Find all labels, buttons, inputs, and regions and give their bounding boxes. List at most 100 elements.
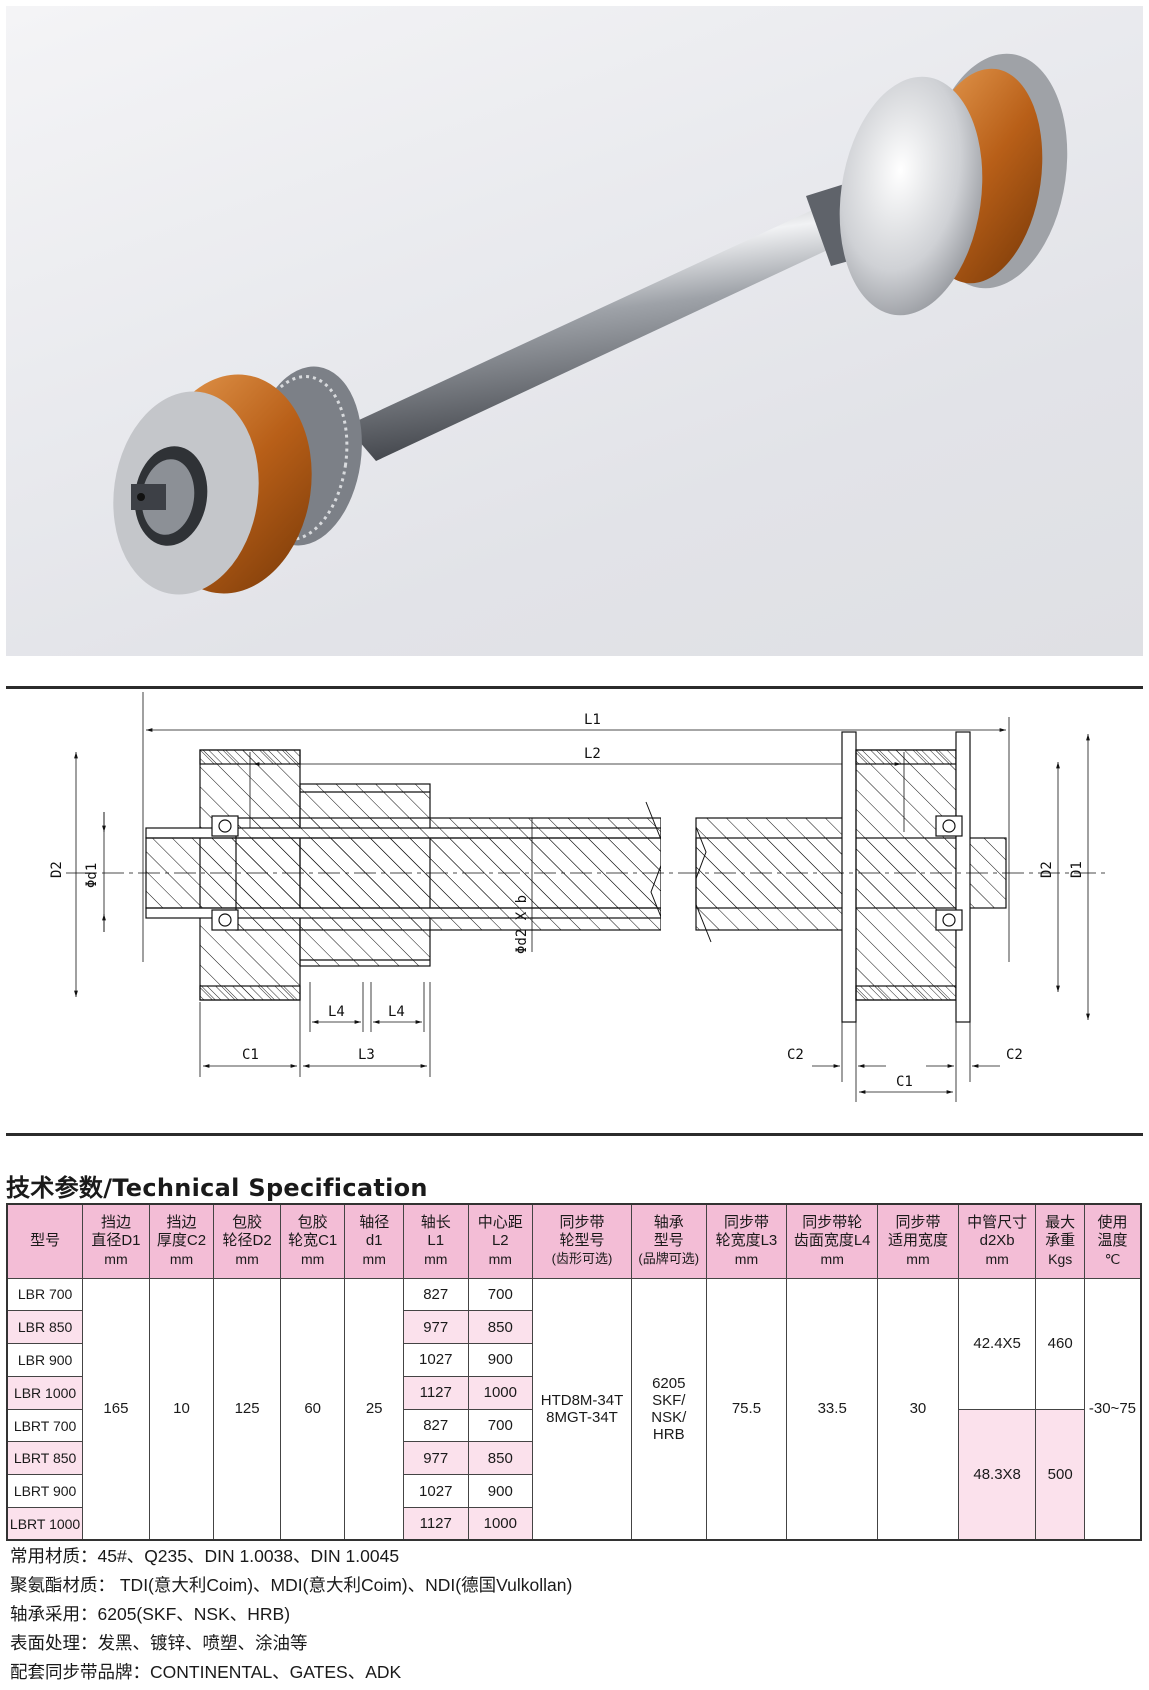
column-header-line: 齿面宽度L4 [793,1232,871,1250]
cell-L4: 33.5 [786,1277,879,1541]
cell-L2: 700 [467,1277,534,1312]
column-header: 使用温度℃ [1083,1203,1142,1279]
column-header-line: mm [169,1251,194,1268]
dim-C2-left: C2 [787,1047,804,1063]
column-header-line: 轮径D2 [222,1232,272,1250]
cell-load: 500 [1035,1408,1085,1541]
column-header-line: 适用宽度 [887,1232,948,1250]
dim-D2-right: D2 [1039,861,1055,878]
cell-L2: 850 [467,1441,534,1476]
dim-L1: L1 [584,712,601,728]
column-header-line: 温度 [1097,1232,1128,1250]
dim-D2-left: D2 [49,861,65,878]
cell-model: LBR 1000 [6,1375,84,1410]
column-header-line: (齿形可选) [551,1251,613,1267]
dim-C2-right: C2 [1006,1047,1023,1063]
cell-L3: 75.5 [705,1277,788,1541]
dim-L3: L3 [358,1047,375,1063]
dim-d2xb: Φd2 X b [514,895,530,954]
cell-L1: 1027 [402,1474,469,1509]
cell-model: LBRT 1000 [6,1507,84,1541]
column-header-line: 轮宽C1 [288,1232,338,1250]
column-header-line: 包胶 [232,1214,263,1232]
dim-D1: D1 [1069,861,1085,878]
column-header-line: mm [488,1251,512,1268]
divider-bottom [6,1133,1143,1136]
column-header-line: 轴承 [653,1214,684,1232]
cell-L2: 900 [467,1474,534,1509]
column-header-line: mm [985,1251,1009,1268]
column-header-line: 包胶 [297,1214,328,1232]
column-header-line: mm [104,1251,128,1268]
dim-d1: Φd1 [84,863,100,888]
cell-model: LBRT 900 [6,1474,84,1509]
column-header-line: Kgs [1048,1251,1073,1268]
cell-model: LBRT 850 [6,1441,84,1476]
column-header-line: 同步带 [559,1214,605,1232]
product-photo [6,6,1143,656]
column-header-line: 使用 [1097,1214,1128,1232]
table-row: LBRT 1000 1127 1000 [6,1507,1141,1541]
column-header-line: mm [906,1251,930,1268]
column-header-line: mm [362,1251,386,1268]
column-header: 轴承型号(品牌可选) [630,1203,707,1279]
cell-L1: 1127 [402,1375,469,1410]
cell-D1: 165 [82,1277,150,1541]
cell-C2: 10 [148,1277,215,1541]
column-header-line: 最大 [1045,1214,1076,1232]
note-line: 表面处理：发黑、镀锌、喷塑、涂油等 [10,1633,308,1653]
bearing-line: 6205 [652,1374,686,1392]
column-header-line: d2Xb [979,1232,1015,1250]
column-header-line: L2 [491,1232,509,1250]
dim-C1-right: C1 [896,1074,913,1090]
column-header-line: 厚度C2 [156,1232,207,1250]
dim-L2: L2 [584,746,601,762]
cell-pulley-type: HTD8M-34T 8MGT-34T [532,1277,632,1541]
cell-L2: 700 [467,1408,534,1443]
table-row: LBRT 900 1027 900 [6,1474,1141,1509]
note-line: 常用材质：45#、Q235、DIN 1.0038、DIN 1.0045 [10,1546,400,1566]
cell-L1: 1027 [402,1343,469,1377]
column-header-line: mm [734,1251,759,1268]
column-header-line: L1 [427,1232,445,1250]
column-header: 型号 [6,1203,84,1279]
cell-belt-width: 30 [877,1277,959,1541]
cell-model: LBRT 700 [6,1408,84,1443]
column-header-line: ℃ [1104,1251,1121,1268]
cell-L1: 977 [402,1441,469,1476]
table-row: LBRT 850 977 850 [6,1441,1141,1476]
cell-load: 460 [1035,1277,1085,1410]
table-row: LBR 900 1027 900 [6,1343,1141,1377]
bearing-line: HRB [652,1425,685,1443]
cell-L2: 1000 [467,1375,534,1410]
column-header-line: mm [235,1251,259,1268]
column-header-line: 同步带轮 [802,1214,863,1232]
divider-top [6,686,1143,689]
column-header-line: 挡边 [100,1214,131,1232]
column-header-line: 型号 [653,1232,684,1250]
column-header-line: mm [300,1251,325,1268]
cell-L1: 1127 [402,1507,469,1541]
cell-tube: 48.3X8 [957,1408,1037,1541]
column-header-line: d1 [365,1232,383,1250]
cell-tube: 42.4X5 [957,1277,1037,1410]
note-line: 配套同步带品牌：CONTINENTAL、GATES、ADK [10,1662,402,1682]
column-header-line: (品牌可选) [638,1251,700,1267]
cell-temp: -30~75 [1083,1277,1142,1541]
cell-model: LBR 850 [6,1310,84,1345]
column-header-line: 中管尺寸 [967,1214,1028,1232]
table-row: LBR 850 977 850 [6,1310,1141,1345]
note-line: 轴承采用：6205(SKF、NSK、HRB) [10,1604,291,1624]
